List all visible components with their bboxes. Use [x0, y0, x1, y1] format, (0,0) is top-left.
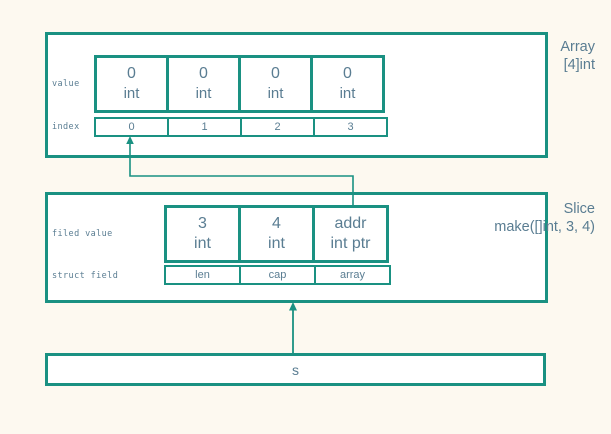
array-type-1: int [195, 85, 212, 102]
array-index-row-label: index [52, 122, 80, 132]
array-value-row-label: value [52, 79, 80, 89]
slice-caption: Slice make([]int, 3, 4) [395, 200, 595, 236]
slice-value-cell-cap: 4 int [238, 205, 315, 263]
array-value-cell-3: 0 int [310, 55, 385, 113]
array-type-3: int [339, 85, 356, 102]
array-value-0: 0 [127, 65, 136, 82]
array-caption-line2: [4]int [563, 57, 595, 73]
slice-value-row: 3 int 4 int addr int ptr [164, 205, 389, 263]
slice-value-cell-array: addr int ptr [312, 205, 389, 263]
slice-value-len: 3 [198, 215, 207, 232]
slice-field-row: len cap array [164, 265, 391, 285]
variable-name: s [292, 362, 299, 378]
slice-field-cell-len: len [164, 265, 241, 285]
array-index-cell-2: 2 [240, 117, 315, 137]
array-value-2: 0 [271, 65, 280, 82]
array-index-cell-0: 0 [94, 117, 169, 137]
array-value-1: 0 [199, 65, 208, 82]
array-type-0: int [123, 85, 140, 102]
slice-caption-line1: Slice [563, 201, 595, 217]
slice-value-cap: 4 [272, 215, 281, 232]
array-value-cell-2: 0 int [238, 55, 313, 113]
array-type-2: int [267, 85, 284, 102]
array-caption-line1: Array [560, 39, 595, 55]
slice-caption-line2: make([]int, 3, 4) [494, 219, 595, 235]
array-index-cell-1: 1 [167, 117, 242, 137]
array-value-cell-0: 0 int [94, 55, 169, 113]
variable-panel [45, 353, 546, 386]
slice-field-cell-cap: cap [239, 265, 316, 285]
variable-slice-arrowhead [289, 302, 297, 311]
array-index-cell-3: 3 [313, 117, 388, 137]
slice-type-cap: int [268, 235, 285, 252]
array-value-row: 0 int 0 int 0 int 0 int [94, 55, 385, 113]
slice-type-len: int [194, 235, 211, 252]
slice-value-array: addr [334, 215, 367, 232]
slice-type-array: int ptr [330, 235, 371, 252]
slice-field-row-label: struct field [52, 271, 119, 281]
slice-value-row-label: filed value [52, 229, 113, 239]
array-value-3: 0 [343, 65, 352, 82]
slice-field-cell-array: array [314, 265, 391, 285]
array-value-cell-1: 0 int [166, 55, 241, 113]
slice-value-cell-len: 3 int [164, 205, 241, 263]
array-index-row: 0 1 2 3 [94, 117, 388, 137]
array-caption: Array [4]int [465, 38, 595, 74]
